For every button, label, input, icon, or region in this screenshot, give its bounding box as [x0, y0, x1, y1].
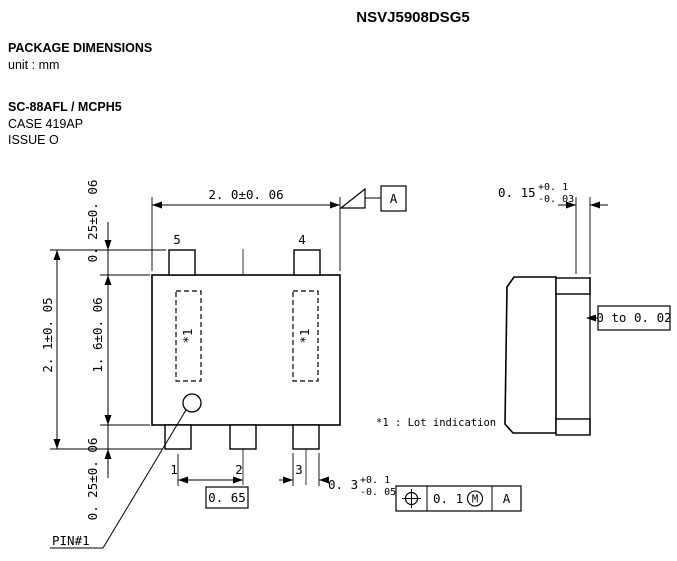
- mmc-modifier-letter: M: [472, 494, 478, 506]
- position-tolerance-frame: 0. 1 M A: [395, 485, 522, 512]
- pin1-lead: [164, 424, 192, 450]
- arrowhead-left: [152, 201, 162, 209]
- package-name: SC-88AFL / MCPH5: [8, 100, 122, 114]
- lot-mark-area-left: [175, 290, 202, 382]
- front-view: *1 *1 5 4 1 2 3: [151, 232, 341, 485]
- fcf-datum-ref: A: [503, 491, 511, 506]
- datum-flag: A: [339, 185, 407, 212]
- mmc-modifier-icon: [466, 490, 484, 507]
- dim-body-width: 2. 0±0. 06: [151, 187, 341, 271]
- arrowhead-right: [283, 476, 293, 484]
- arrowhead-left: [590, 201, 600, 209]
- issue-revision: ISSUE O: [8, 133, 59, 147]
- dim-body-and-lead-heights: 0. 25±0. 06 1. 6±0. 06 0. 25±0. 06: [85, 180, 150, 521]
- dim-body-height-label: 1. 6±0. 06: [90, 297, 105, 372]
- dim-lead-thickness-plus: +0. 1: [538, 182, 568, 193]
- dim-lead-thickness-value: 0. 15: [498, 185, 536, 200]
- arrowhead-up: [104, 449, 112, 459]
- pin3-lead: [292, 424, 320, 450]
- dim-lead-top-label: 0. 25±0. 06: [85, 180, 100, 263]
- arrowhead-right: [233, 476, 243, 484]
- arrowhead-down: [104, 415, 112, 425]
- pin4-number: 4: [298, 232, 306, 247]
- side-lead-bottom: [555, 418, 591, 436]
- arrowhead-left: [178, 476, 188, 484]
- dim-lead-width-plus: +0. 1: [360, 475, 390, 486]
- arrowhead-down: [53, 439, 61, 449]
- arrowhead-up: [104, 275, 112, 285]
- dim-lead-pitch: 0. 65: [177, 454, 249, 509]
- section-heading: PACKAGE DIMENSIONS: [8, 41, 153, 55]
- arrowhead-up: [53, 250, 61, 260]
- arrowhead-left: [319, 476, 329, 484]
- arrowhead-right: [330, 201, 340, 209]
- pin1-indicator-circle: [182, 393, 202, 413]
- lot-indication-note: *1 : Lot indication: [376, 417, 496, 429]
- arrowhead-right: [566, 201, 576, 209]
- unit-note: unit : mm: [8, 58, 60, 72]
- pin1-number: 1: [170, 462, 178, 477]
- arrowhead-down: [104, 240, 112, 250]
- dim-standoff-label: 0 to 0. 02: [596, 310, 671, 325]
- pin5-lead: [168, 249, 196, 276]
- lot-mark-left: *1: [180, 328, 195, 343]
- dim-lead-width-value: 0. 3: [328, 477, 358, 492]
- leader-line: [102, 409, 187, 549]
- side-lead-top: [555, 277, 591, 295]
- datum-box: [380, 185, 407, 212]
- side-view: [504, 276, 591, 436]
- page-title: NSVJ5908DSG5: [356, 9, 470, 26]
- pin3-number: 3: [295, 462, 303, 477]
- standoff-box: [597, 305, 671, 331]
- pin5-number: 5: [173, 232, 181, 247]
- datum-triangle-icon: [339, 187, 366, 209]
- reference-dim-box: [205, 486, 249, 509]
- arrowhead-left: [586, 314, 596, 322]
- datum-letter: A: [390, 191, 398, 206]
- dim-pitch-label: 0. 65: [208, 490, 246, 505]
- pin1-leader: PIN#1: [50, 409, 187, 549]
- dim-standoff: 0 to 0. 02: [586, 305, 672, 331]
- pin1-callout: PIN#1: [52, 533, 90, 548]
- dim-lead-width: 0. 3 +0. 1 -0. 05: [279, 453, 396, 498]
- dim-lead-thickness: 0. 15 +0. 1 -0. 03: [498, 182, 608, 274]
- pin2-number: 2: [235, 462, 243, 477]
- side-body: [504, 276, 557, 434]
- dim-overall-height-label: 2. 1±0. 05: [40, 297, 55, 372]
- dim-width-label: 2. 0±0. 06: [208, 187, 283, 202]
- pin4-lead: [293, 249, 321, 276]
- dim-overall-height: 2. 1±0. 05: [40, 249, 166, 450]
- case-number: CASE 419AP: [8, 117, 84, 131]
- fcf-tolerance-value: 0. 1: [433, 491, 463, 506]
- dim-lead-bottom-label: 0. 25±0. 06: [85, 438, 100, 521]
- pin2-lead: [229, 424, 257, 450]
- lot-mark-right: *1: [297, 328, 312, 343]
- package-body: [151, 274, 341, 426]
- dim-lead-thickness-minus: -0. 03: [538, 194, 574, 205]
- dim-lead-width-minus: -0. 05: [360, 487, 396, 498]
- lot-mark-area-right: [292, 290, 319, 382]
